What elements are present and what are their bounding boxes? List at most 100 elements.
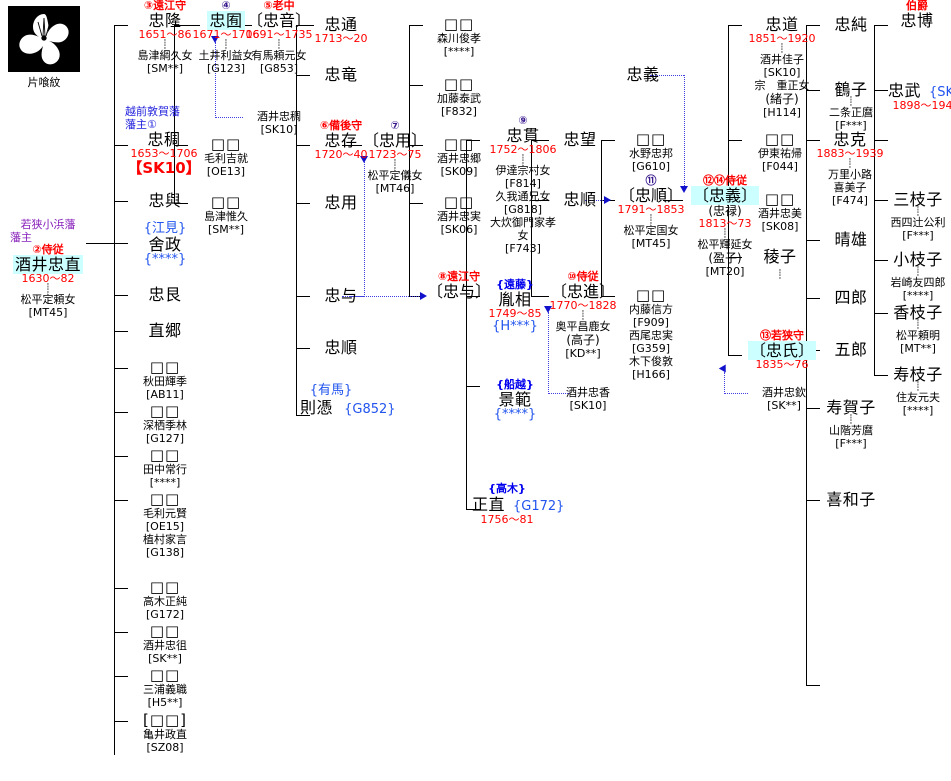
node-tadanobu[interactable]: ⑩侍従 〔忠進〕 1770〜1828 ┊ 奥平昌鹿女 (高子) [KD**]	[543, 271, 623, 361]
node-tadatomo-bracket[interactable]: ⑧遠江守 〔忠与〕	[423, 271, 495, 301]
node-tadaari[interactable]: ⑥備後守 忠存 1720〜40	[310, 120, 372, 161]
node-tadayoshi-son-entry[interactable]: 忠義	[612, 66, 674, 83]
spouse-code: [SK09]	[440, 165, 478, 178]
node-daughter-takagi[interactable]: □□ 高木正純 [G172]	[128, 579, 202, 621]
person-name: 正直	[472, 495, 506, 514]
node-koeda[interactable]: 小枝子 ┊ 岩崎友四郎 [****]	[886, 251, 950, 302]
node-tanesuke[interactable]: {遠藤} 胤相 1749〜85 {H***}	[480, 278, 550, 334]
connector	[728, 25, 742, 26]
node-kagenori[interactable]: {船越} 景範 {****}	[480, 378, 550, 422]
node-tadakatsu[interactable]: 忠克 1883〜1939 ┊ 万里小路 喜美子 [F474]	[815, 131, 885, 207]
node-root-sakai-tadanao[interactable]: 若狭小浜藩 藩主 ②侍従 酒井忠直 1630〜82 ┊ 松平定頼女 [MT45]	[8, 218, 88, 319]
years: 1723〜75	[368, 148, 422, 161]
node-daughter-morikawa[interactable]: □□ 森川俊孝 [****]	[423, 16, 495, 58]
spouse-code: [MT45]	[28, 306, 68, 319]
node-tadamichi2[interactable]: 忠道 1851〜1920 ┊ 酒井佳子 [SK10] 宗 重正女 (緒子) [H…	[742, 16, 822, 119]
node-sugako[interactable]: 寿賀子 ┊ 山階芳麿 [F***]	[816, 399, 886, 450]
marriage-tie: ┊	[915, 320, 921, 330]
spouse-name-1: 酒井佳子	[760, 53, 804, 66]
rank-label: ⑫⑭侍従	[703, 174, 747, 187]
node-tadayori-col4[interactable]: 忠順	[310, 339, 372, 356]
node-daughter-mouriyoshinari[interactable]: □□ 毛利吉就 [OE13]	[188, 136, 264, 178]
marriage-tie: ┊	[847, 159, 853, 169]
adoption-source-name: 酒井忠香	[566, 386, 610, 399]
rank-label: ⑬若狭守	[760, 329, 804, 342]
node-tadataka[interactable]: ③遠江守 忠隆 1651〜86 ┊ 島津綱久女 [SM**]	[128, 0, 202, 75]
connector	[806, 25, 820, 26]
connector	[409, 145, 423, 146]
node-daughter-kamei[interactable]: [□□] 亀井政直 [SZ08]	[128, 712, 202, 754]
node-daughter-sakaitadayoshi[interactable]: □□ 酒井忠美 [SK08]	[742, 191, 818, 233]
node-daughter-kato[interactable]: □□ 加藤泰武 [F832]	[423, 76, 495, 118]
node-kaeko[interactable]: 香枝子 ┊ 松平頼明 [MT**]	[886, 304, 950, 355]
node-suedako[interactable]: 寿枝子 ┊ 住友元夫 [****]	[886, 366, 950, 417]
spouse-name-3: 大炊御門家孝	[490, 216, 556, 229]
node-tadatsura[interactable]: ⑨ 忠貫 1752〜1806 ┊ 伊達宗村女 [F814] 久我通兄女 [G81…	[480, 115, 566, 256]
connector	[874, 200, 888, 201]
node-naosato[interactable]: 直郷	[128, 322, 202, 339]
node-tadakuni[interactable]: ④ 忠囿 1671〜1706 ┊ 土井利益女 [G123]	[188, 0, 264, 75]
family-code: {H***}	[492, 319, 538, 334]
node-haruo[interactable]: 晴雄	[820, 231, 882, 248]
person-name: 〔忠与〕	[426, 282, 491, 301]
node-daughter-sakai[interactable]: □□ 酒井忠徂 [SK**]	[128, 623, 202, 665]
connector	[114, 243, 128, 244]
node-daughter-sakaitadazane[interactable]: □□ 酒井忠実 [SK06]	[423, 194, 495, 236]
node-tadamochi2[interactable]: 忠望	[549, 131, 611, 148]
spouse-code: [G853]	[259, 62, 299, 75]
spouse-alias: (盈子)	[708, 251, 742, 265]
node-daughter-shimazu[interactable]: □□ 島津惟久 [SM**]	[188, 194, 264, 236]
person-alias: (忠禄)	[708, 204, 742, 218]
family-label: {高木}	[488, 482, 526, 495]
adoption-source-code: [SK10]	[260, 123, 298, 136]
spouse-code-1: [F814]	[505, 177, 541, 190]
node-tadatomo[interactable]: 忠與	[128, 192, 202, 209]
node-daughter-mouri[interactable]: □□ 毛利元賢 [OE15] 植村家言 [G138]	[128, 491, 202, 559]
node-tadatomo-col4[interactable]: 忠与	[310, 287, 372, 304]
node-tadayoshi[interactable]: ⑫⑭侍従 〔忠義〕 (忠禄) 1813〜73 ┊ 松平輝延女 (盈子) [MT2…	[683, 175, 767, 278]
node-tadahiro[interactable]: 伯爵 忠博	[888, 0, 946, 29]
node-saeko[interactable]: 三枝子 ┊ 西四辻公利 [F***]	[886, 191, 950, 242]
adoption-arrow	[718, 364, 730, 375]
node-daughter-akita[interactable]: □□ 秋田輝季 [AB11]	[128, 359, 202, 401]
node-tadamochi[interactable]: ⑦ 〔忠用〕 1723〜75 ┊ 松平定儀女 [MT46]	[356, 120, 434, 196]
node-tadayoshi2[interactable]: 忠艮	[128, 286, 202, 303]
spouse-name-2: 久我通兄女	[495, 190, 551, 203]
node-daughter-tanaka[interactable]: □□ 田中常行 [****]	[128, 447, 202, 489]
family-label: {江見}	[143, 221, 187, 236]
node-kiwako[interactable]: 喜和子	[818, 491, 884, 508]
house-badge: 【SK10】	[127, 159, 201, 177]
node-goro[interactable]: 五郎	[820, 341, 882, 358]
node-adoption-source-sakai-tadachika: 酒井忠稠 [SK10]	[238, 110, 320, 136]
person-name: 鶴子	[834, 80, 868, 99]
node-daughter-naito[interactable]: □□ 内藤信方 [F909] 西尾忠実 [G359] 木下俊敦 [H166]	[615, 287, 687, 381]
node-daughter-sakaitadasato[interactable]: □□ 酒井忠郷 [SK09]	[423, 136, 495, 178]
node-iemasa[interactable]: {江見} 舍政 {****}	[128, 222, 202, 267]
connector	[874, 375, 888, 376]
node-daughter-miura[interactable]: □□ 三浦義職 [H5**]	[128, 667, 202, 709]
node-norizumi[interactable]: {有馬} 則憑 {G852}	[300, 384, 396, 417]
spouse-name: 松平定儀女	[367, 169, 423, 182]
spouse-code: [F***]	[835, 119, 867, 132]
node-daughter-fukasu[interactable]: □□ 深栖季林 [G127]	[128, 403, 202, 445]
node-ineko[interactable]: 稜子 ┊	[742, 248, 818, 285]
node-tadayuki[interactable]: ⑪ 〔忠順〕 1791〜1853 ┊ 松平定国女 [MT45]	[611, 175, 691, 251]
node-tadauji[interactable]: ⑬若狭守 〔忠氏〕 1835〜76	[742, 330, 822, 371]
adoption-source-name: 酒井忠稠	[257, 110, 301, 123]
node-tadamochi-col4[interactable]: 忠用	[310, 194, 372, 211]
connector	[806, 500, 820, 501]
node-tadatatsu[interactable]: 忠竜	[310, 66, 372, 83]
node-daughter-mizuno[interactable]: □□ 水野忠邦 [G610]	[615, 131, 687, 173]
node-tsuruko[interactable]: 鶴子 ┊ 二条正麿 [F***]	[818, 81, 884, 132]
node-tadazumi[interactable]: 忠純	[820, 16, 882, 33]
node-tadamichi[interactable]: 忠通 1713〜20	[310, 16, 372, 45]
spouse-name: 酒井忠実	[437, 210, 481, 223]
node-shiro[interactable]: 四郎	[820, 289, 882, 306]
node-daughter-ito[interactable]: □□ 伊東祐帰 [F044]	[742, 131, 818, 173]
node-tadaoto[interactable]: ⑤老中 〔忠音〕 1691〜1735 ┊ 有馬頼元女 [G853]	[238, 0, 320, 75]
node-tadatake[interactable]: 忠武{SK10} 1898〜1942	[860, 81, 951, 112]
spouse-code: [SK06]	[440, 223, 478, 236]
node-tadayori2[interactable]: 忠順	[549, 191, 611, 208]
node-tadachika[interactable]: 越前敦賀藩 藩主① 忠稠 1653〜1706 【SK10】	[125, 105, 203, 176]
node-masanao[interactable]: {高木} 正直{G172} 1756〜81	[472, 482, 564, 526]
